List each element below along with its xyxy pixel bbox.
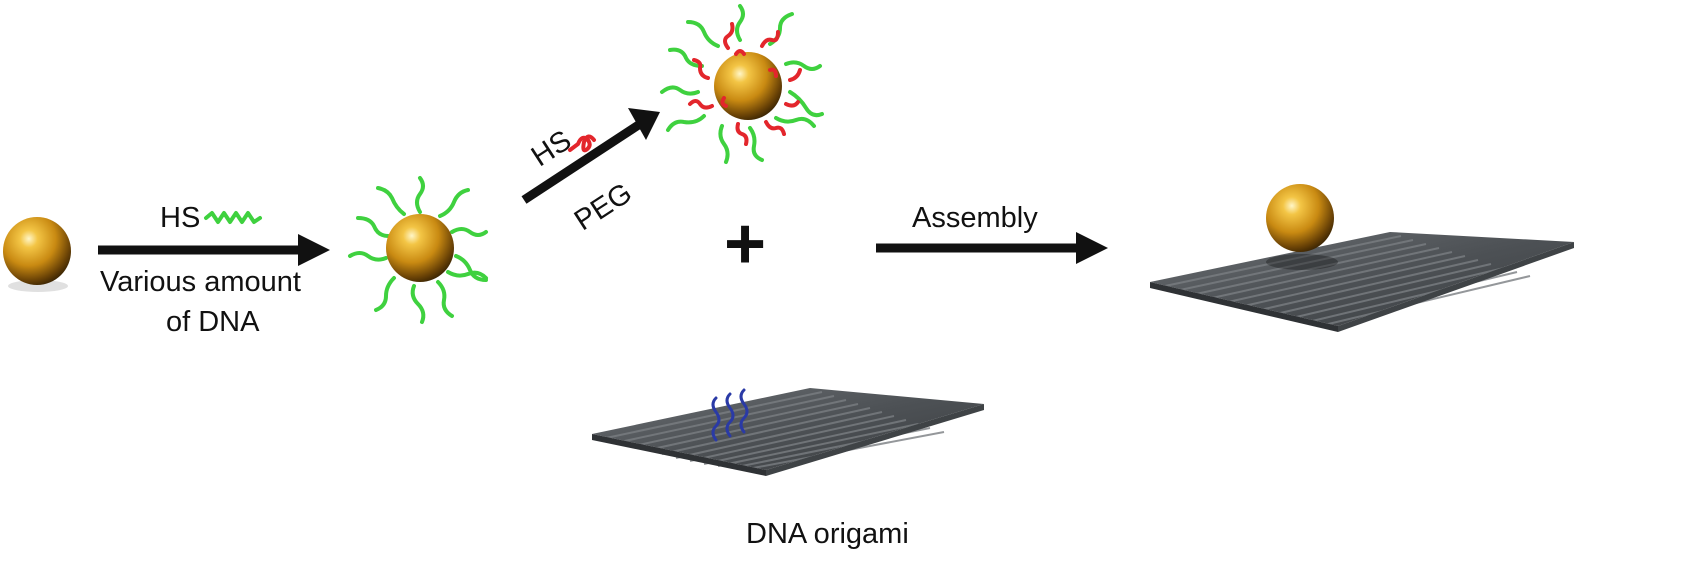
dna-origami-label: DNA origami [746,518,909,550]
capture-strands [711,388,749,442]
step1-caption-line1: Various amount [100,266,301,298]
step1-reagent-label: HS [160,202,201,234]
dna-coated-nanoparticle [348,176,488,324]
bare-gold-nanoparticle [3,217,71,292]
dna-origami-plate [592,388,984,476]
assembled-product [1150,184,1574,332]
dna-peg-coated-nanoparticle [660,4,824,164]
peg-strand-icon [568,134,596,153]
gold-core [386,214,454,282]
dna-strand-icon [204,211,262,224]
peg-passivation-arrow [521,108,660,204]
dna-conjugation-arrow [98,234,330,266]
assembly-label: Assembly [912,202,1038,234]
plus-sign: + [724,204,766,284]
assembly-arrow [876,232,1108,264]
step1-caption-line2: of DNA [166,306,260,338]
